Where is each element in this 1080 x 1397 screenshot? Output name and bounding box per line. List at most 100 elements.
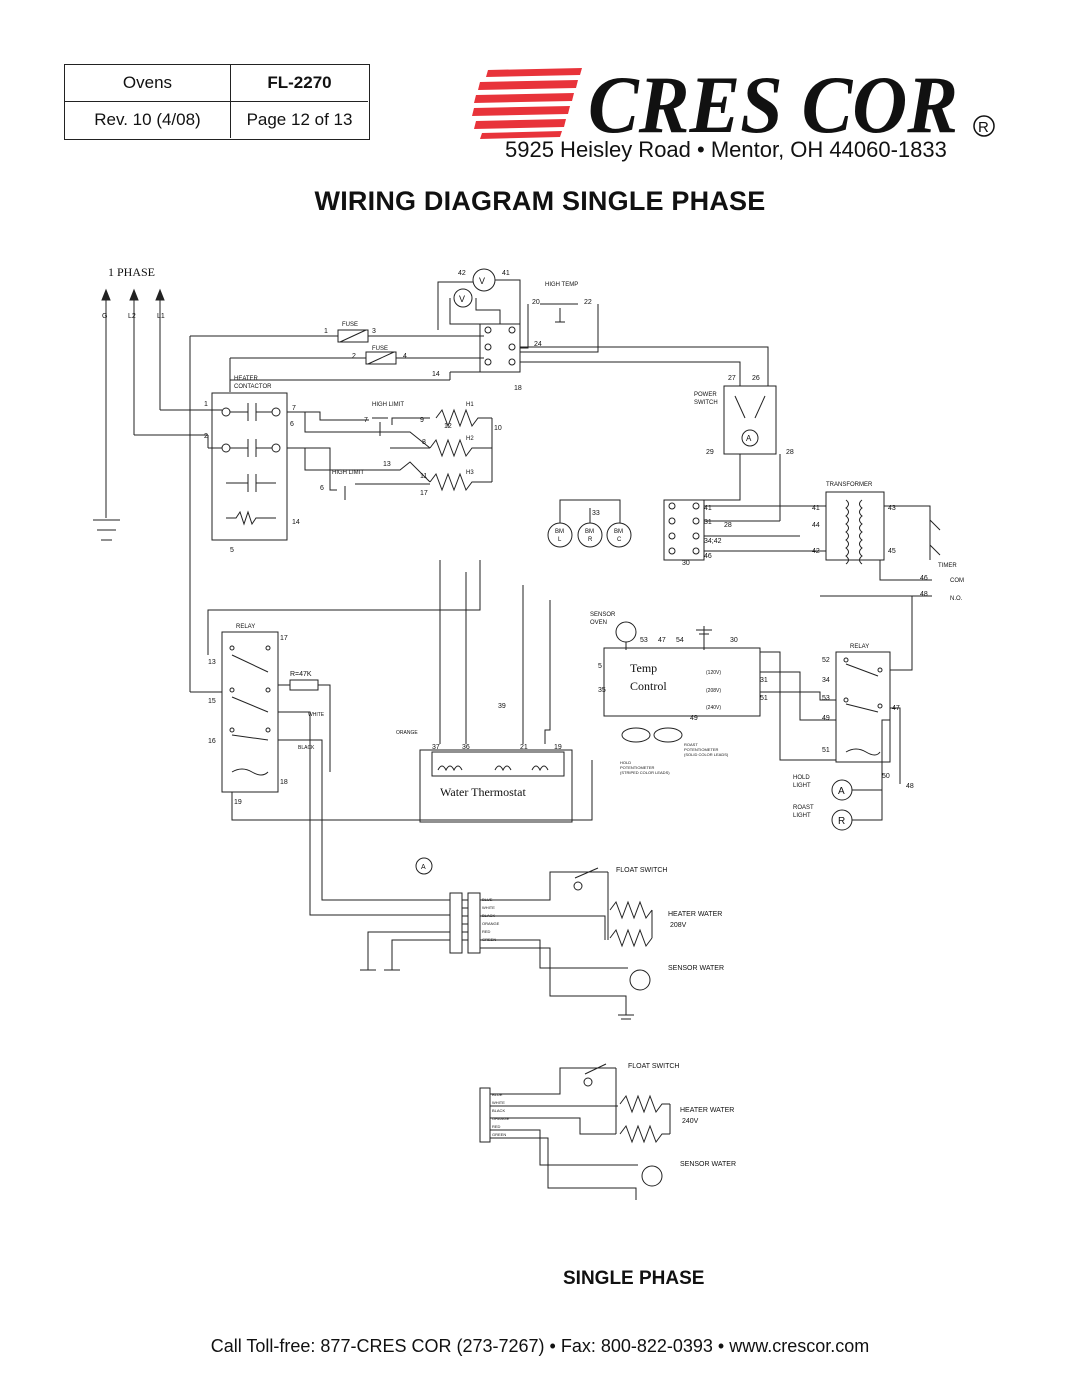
svg-text:51: 51: [822, 747, 830, 754]
relay-left: [221, 631, 279, 793]
revision-label: Rev. 10 (4/08): [65, 102, 231, 138]
roast-light-r-label: R: [838, 816, 845, 827]
hold-light-label-2: LIGHT: [793, 783, 811, 789]
svg-text:26: 26: [752, 375, 760, 382]
roast-light-label: ROAST: [793, 805, 814, 811]
svg-text:42: 42: [458, 270, 466, 277]
page-title: WIRING DIAGRAM SINGLE PHASE: [314, 186, 766, 216]
hold-pot-label-3: (STRIPED COLOR LEADS): [620, 770, 670, 775]
svg-text:16: 16: [208, 738, 216, 745]
wire-color-2: WHITE: [482, 905, 495, 910]
timer-no-label: N.O.: [950, 596, 963, 602]
sensor-water-label-240: SENSOR WATER: [680, 1161, 736, 1168]
svg-text:47: 47: [658, 637, 666, 644]
svg-text:17: 17: [280, 635, 288, 642]
heater-water-label-240: HEATER WATER: [680, 1107, 734, 1114]
svg-text:8: 8: [422, 439, 426, 446]
indicator-light-a-label: A: [421, 864, 426, 871]
svg-text:14: 14: [432, 371, 440, 378]
resistor-label: R=47K: [290, 671, 312, 678]
connector-left: [449, 892, 463, 954]
volt-208-label: (208V): [706, 688, 721, 694]
white-wire-label: WHITE: [308, 712, 325, 718]
heater-h3-label: H3: [466, 470, 474, 476]
svg-text:37: 37: [432, 744, 440, 751]
hold-pot-label: HOLD: [620, 760, 631, 765]
fuses: [190, 329, 484, 365]
supply-label: 1 PHASE: [108, 265, 155, 279]
wire-color-240-4: ORANGE: [492, 1116, 510, 1121]
svg-text:35: 35: [598, 687, 606, 694]
category-label: Ovens: [65, 65, 231, 102]
heater-contactor: [211, 392, 288, 541]
svg-text:28: 28: [724, 522, 732, 529]
fuse-label-1: FUSE: [342, 322, 358, 328]
motor-r-sub: R: [588, 537, 593, 543]
svg-text:7: 7: [292, 405, 296, 412]
svg-text:28: 28: [786, 449, 794, 456]
svg-text:21: 21: [520, 744, 528, 751]
svg-text:5: 5: [230, 547, 234, 554]
contactor-contacts: [221, 403, 281, 526]
svg-text:6: 6: [320, 485, 324, 492]
orange-wire-label: ORANGE: [396, 730, 418, 736]
roast-pot-label-3: (SOLID COLOR LEADS): [684, 752, 729, 757]
registered-mark: R: [978, 119, 989, 136]
indicator-light-a: [415, 857, 433, 875]
roast-light-label-2: LIGHT: [793, 813, 811, 819]
svg-text:45: 45: [888, 548, 896, 555]
voltage-240-label: 240V: [682, 1118, 699, 1125]
power-switch-light: [741, 429, 759, 447]
sensor-water-label: SENSOR WATER: [668, 965, 724, 972]
svg-text:29: 29: [706, 449, 714, 456]
harness-wire-colors: BLUE WHITE BLACK ORANGE RED GREEN BLUE W…: [482, 897, 510, 1137]
svg-text:39: 39: [498, 703, 506, 710]
svg-text:36: 36: [462, 744, 470, 751]
svg-text:30: 30: [730, 637, 738, 644]
svg-text:41: 41: [704, 505, 712, 512]
svg-text:7: 7: [364, 417, 368, 424]
high-limit-label-2: HIGH LIMIT: [332, 470, 364, 476]
wire-color-240-6: GREEN: [492, 1132, 506, 1137]
svg-text:51: 51: [760, 695, 768, 702]
transformer: [825, 491, 885, 561]
motor-c-label: BM: [614, 529, 623, 535]
power-switch-light-label: A: [746, 434, 752, 443]
terminal-screws: [484, 326, 516, 366]
hold-pot-label-2: POTENTIOMETER: [620, 765, 655, 770]
wire-color-5: RED: [482, 929, 491, 934]
connector-240v: [479, 1087, 491, 1143]
svg-text:50: 50: [882, 773, 890, 780]
high-temp-label: HIGH TEMP: [545, 282, 578, 288]
supply-line-l2: L2: [128, 313, 136, 320]
svg-text:33: 33: [592, 510, 600, 517]
wire-color-4: ORANGE: [482, 921, 500, 926]
temp-control-label: Temp: [630, 661, 657, 675]
page-number: Page 12 of 13: [246, 110, 353, 129]
section-label: SINGLE PHASE: [563, 1268, 705, 1289]
supply-lines: [101, 288, 208, 518]
svg-text:19: 19: [234, 799, 242, 806]
svg-text:9: 9: [420, 417, 424, 424]
svg-text:30: 30: [682, 560, 690, 567]
relay-left-label: RELAY: [236, 624, 255, 630]
logo-wordmark: CRES COR: [588, 62, 958, 142]
oven-sensor: [615, 621, 637, 643]
transformer-coils: [845, 499, 863, 565]
cres-cor-logo: CRES COR R: [472, 62, 995, 142]
black-wire-label: BLACK: [298, 745, 315, 751]
temp-control-label-2: Control: [630, 679, 667, 693]
svg-text:42: 42: [812, 548, 820, 555]
svg-text:48: 48: [920, 591, 928, 598]
voltmeter-label: V: [479, 276, 485, 286]
footer-contact: Call Toll-free: 877-CRES COR (273-7267) …: [210, 1336, 870, 1356]
company-address: 5925 Heisley Road • Mentor, OH 44060-183…: [505, 137, 947, 162]
svg-text:15: 15: [208, 698, 216, 705]
svg-text:18: 18: [514, 385, 522, 392]
svg-text:53: 53: [640, 637, 648, 644]
svg-text:12: 12: [444, 423, 452, 430]
relay-right: [835, 651, 891, 763]
svg-text:31: 31: [760, 677, 768, 684]
svg-text:41: 41: [502, 270, 510, 277]
blower-motors: [547, 499, 632, 548]
